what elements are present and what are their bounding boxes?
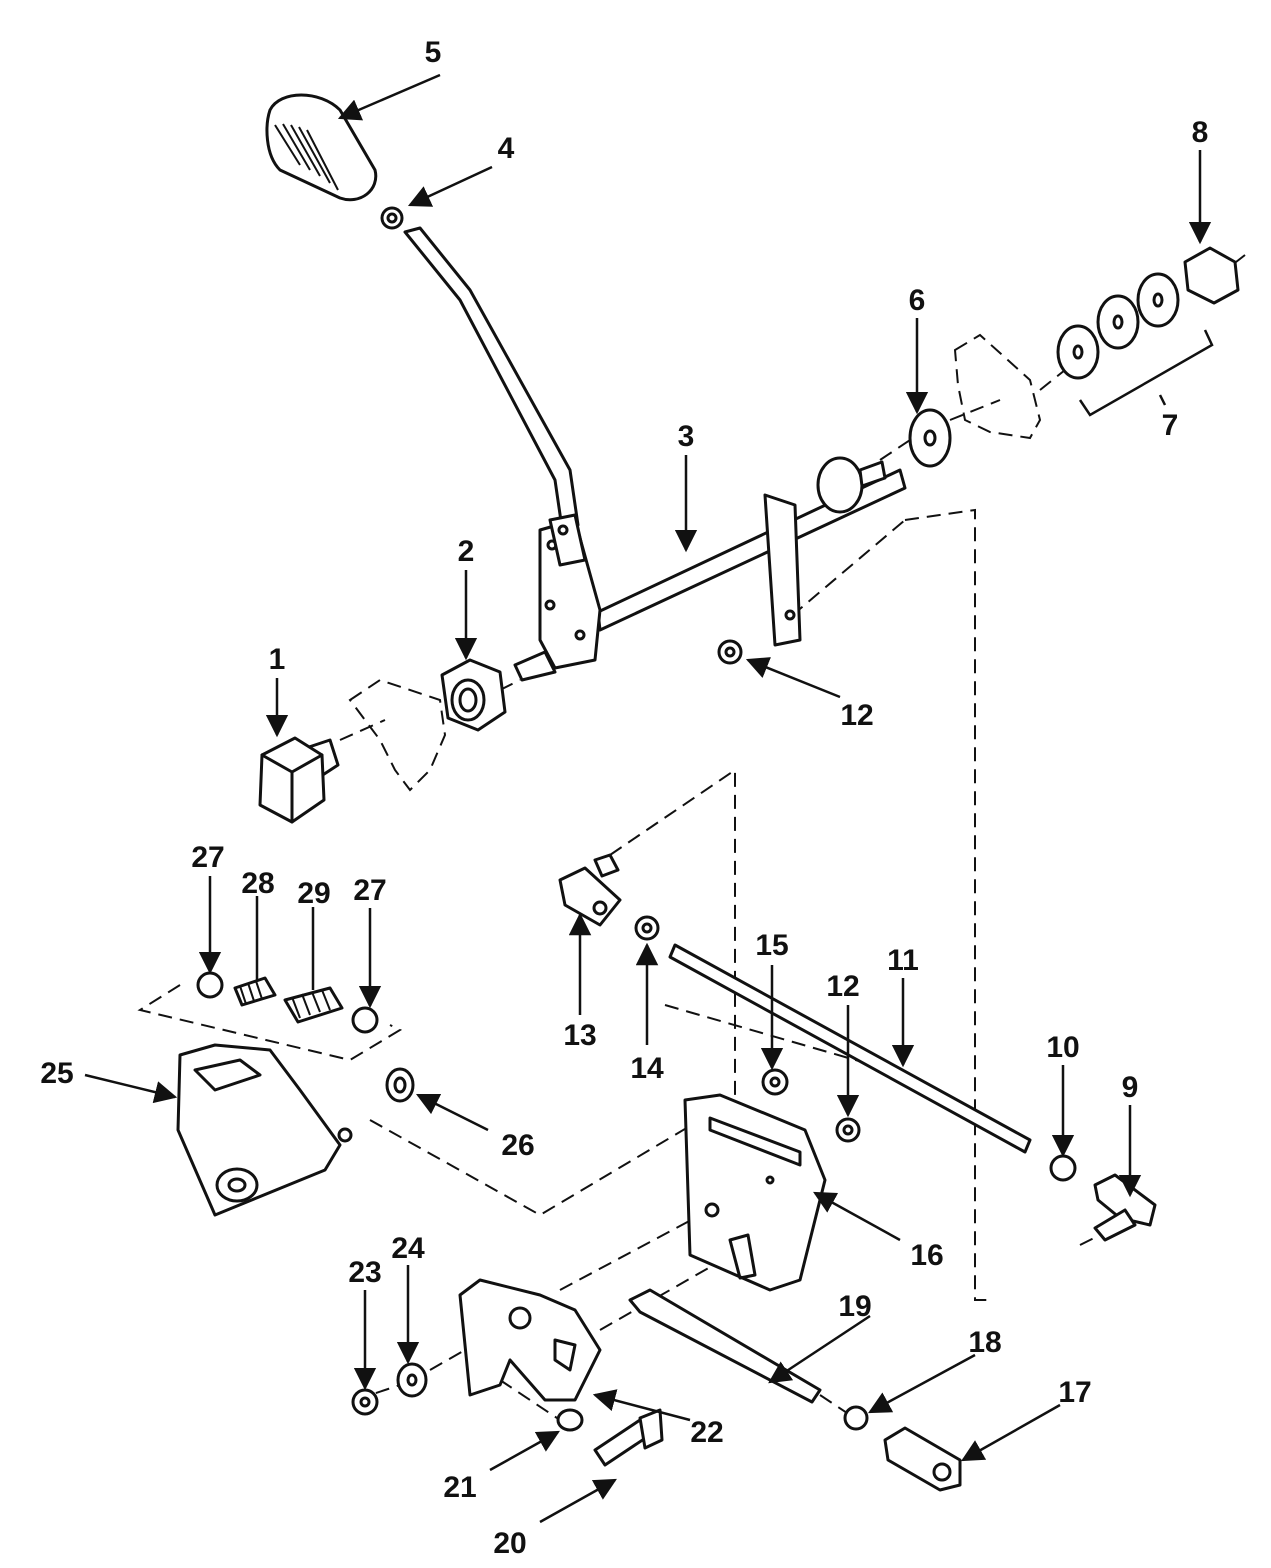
callout-29: 29 [297, 877, 330, 910]
callout-10: 10 [1046, 1031, 1079, 1064]
part-16-guide-plate [683, 1093, 827, 1292]
part-10-nut [1049, 1154, 1077, 1182]
part-9-rod-end [1093, 1173, 1157, 1242]
callout-26: 26 [501, 1129, 534, 1162]
callout-15: 15 [755, 929, 788, 962]
callout-8: 8 [1192, 116, 1209, 149]
callout-11: 11 [887, 944, 919, 977]
callout-2: 2 [458, 535, 475, 568]
leader-lines [84, 73, 1212, 1524]
part-27-ball-right [351, 1006, 379, 1034]
callout-9: 9 [1122, 1071, 1139, 1104]
callout-24: 24 [391, 1232, 425, 1265]
callout-12-middle: 12 [826, 970, 859, 1003]
callout-17: 17 [1058, 1376, 1091, 1409]
part-5-shift-knob [265, 93, 378, 202]
callout-18: 18 [968, 1326, 1001, 1359]
part-20-bolt [593, 1408, 664, 1467]
part-25-cover-plate [176, 1043, 353, 1217]
callout-14: 14 [630, 1052, 664, 1085]
callout-19: 19 [838, 1290, 871, 1323]
callout-4: 4 [498, 132, 515, 165]
part-12-nut-middle [835, 1117, 861, 1143]
part-29-spring-coils [291, 989, 331, 1019]
part-23-nut [351, 1388, 379, 1416]
part-2-hex-nut [440, 658, 507, 732]
callout-27-left: 27 [191, 841, 224, 874]
part-21-washer [556, 1408, 584, 1432]
callout-22: 22 [690, 1416, 723, 1449]
part-6-washer [908, 408, 952, 468]
part-17-clevis [883, 1426, 962, 1492]
part-4-jam-nut [380, 206, 404, 230]
dashed-mount-plate-1 [348, 678, 447, 792]
callout-20: 20 [493, 1527, 526, 1560]
dashed-mount-plate-2 [953, 333, 1042, 440]
callout-labels: 5 4 3 2 1 6 8 7 12 13 14 15 12 11 10 9 1… [40, 36, 1208, 1560]
part-11-rod [668, 943, 1032, 1154]
callout-3: 3 [678, 420, 695, 453]
part-22-bracket [458, 1278, 602, 1402]
part-13-clevis [558, 853, 622, 927]
callout-28: 28 [241, 867, 274, 900]
callout-21: 21 [443, 1471, 476, 1504]
shift-lever-arm [403, 226, 587, 567]
spring-detent-group [137, 971, 403, 1062]
callout-6: 6 [909, 284, 926, 317]
part-18-nut [843, 1405, 869, 1431]
callout-27-right: 27 [353, 874, 386, 907]
callout-25: 25 [40, 1057, 73, 1090]
part-19-link-rod [628, 1288, 822, 1404]
part-14-nut [634, 915, 660, 941]
part-12-nut-top [717, 639, 743, 665]
callout-13: 13 [563, 1019, 596, 1052]
callout-23: 23 [348, 1256, 381, 1289]
part-28-spring-coils [239, 980, 263, 1005]
part-24-washer [396, 1362, 428, 1398]
part-1-hex-bolt [258, 736, 340, 824]
callout-7: 7 [1162, 409, 1179, 442]
callout-1: 1 [269, 643, 286, 676]
callout-12-top: 12 [840, 699, 873, 732]
part-15-nut [761, 1068, 789, 1096]
callout-16: 16 [910, 1239, 943, 1272]
part-27-ball-left [196, 971, 224, 999]
part-8-hex-nut [1183, 246, 1240, 305]
part-7-washer-set [1056, 272, 1214, 417]
part-26-ring [385, 1067, 415, 1103]
callout-5: 5 [425, 36, 442, 69]
